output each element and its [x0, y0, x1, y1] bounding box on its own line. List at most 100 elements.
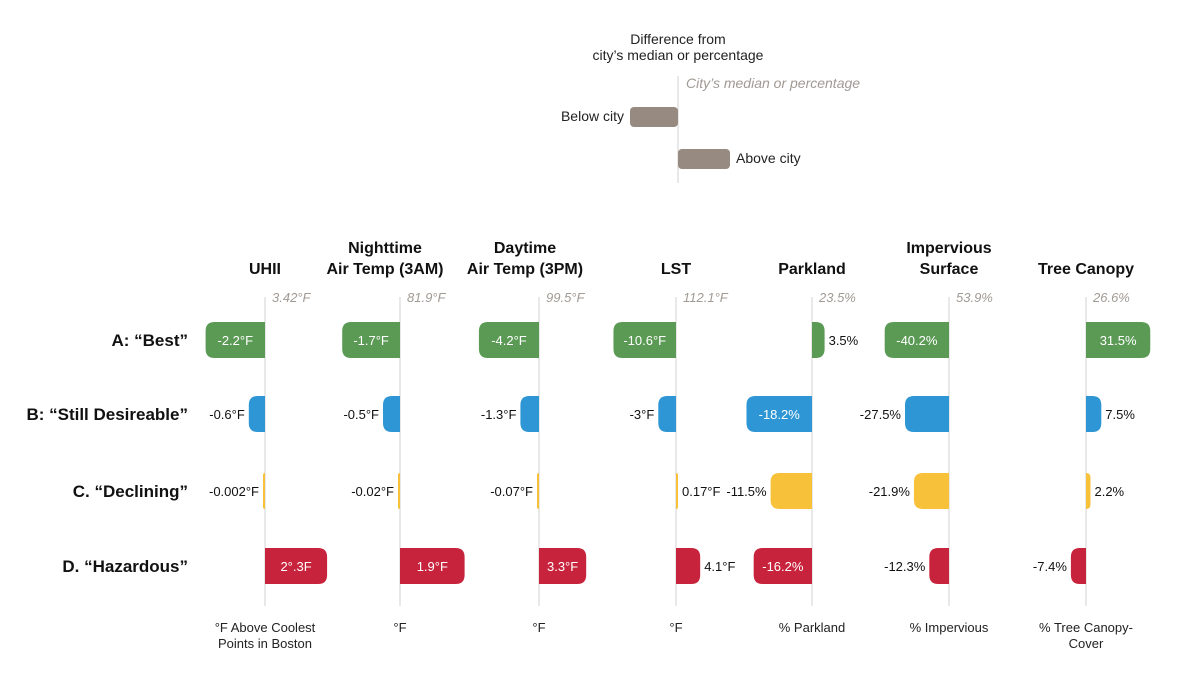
- bar-value-label: -3°F: [630, 407, 655, 422]
- row-label-c: C. “Declining”: [73, 482, 188, 501]
- column-footer: Points in Boston: [218, 636, 312, 651]
- bar-c: [263, 473, 265, 509]
- bar-value-label: 7.5%: [1105, 407, 1135, 422]
- column-7: Tree Canopy 26.6% 31.5% 7.5% 2.2% -7.4% % Tree…: [1033, 261, 1151, 651]
- column-title: Tree Canopy: [1038, 261, 1134, 278]
- bar-a: [478, 322, 539, 358]
- bar-a: [205, 322, 265, 358]
- legend: Difference from city’s median or percent…: [561, 31, 860, 183]
- bar-value-label: -0.02°F: [351, 484, 394, 499]
- median-label: 23.5%: [818, 290, 856, 305]
- row-label-b: B: “Still Desireable”: [26, 405, 188, 424]
- column-1: UHII 3.42°F -2.2°F -0.6°F -0.002°F 2°.3F °F Ab…: [205, 261, 328, 651]
- row-labels: A: “Best” B: “Still Desireable” C. “Declin…: [26, 331, 188, 576]
- column-5: Parkland 23.5% 3.5% -18.2% -11.5% -16.2% % Par…: [726, 261, 858, 635]
- column-title: UHII: [249, 261, 281, 278]
- bar-d: [1070, 548, 1086, 584]
- bar-value-label: -0.07°F: [490, 484, 533, 499]
- median-label: 53.9%: [956, 290, 993, 305]
- bar-value-label: -7.4%: [1033, 559, 1067, 574]
- bar-d: [400, 548, 465, 584]
- bar-b: [248, 396, 265, 432]
- bar-value-label: -27.5%: [860, 407, 902, 422]
- bar-a: [1086, 322, 1151, 358]
- bar-value-label: -10.6°F: [623, 333, 666, 348]
- column-title: Nighttime: [348, 240, 422, 257]
- column-title: Impervious: [906, 240, 991, 257]
- bar-c: [1086, 473, 1091, 509]
- bar-value-label: 31.5%: [1100, 333, 1137, 348]
- bar-value-label: 3.5%: [829, 333, 859, 348]
- bar-value-label: 3.3°F: [547, 559, 578, 574]
- legend-above-bar: [678, 149, 730, 169]
- bar-value-label: -21.9%: [869, 484, 911, 499]
- bar-value-label: -0.6°F: [209, 407, 245, 422]
- column-footer: Cover: [1069, 636, 1104, 651]
- bar-value-label: -1.7°F: [353, 333, 389, 348]
- bar-a: [884, 322, 949, 358]
- bar-value-label: -40.2%: [896, 333, 938, 348]
- median-label: 81.9°F: [407, 290, 447, 305]
- legend-above-label: Above city: [736, 150, 801, 166]
- bar-c: [537, 473, 539, 509]
- legend-below-label: Below city: [561, 108, 624, 124]
- median-label: 3.42°F: [272, 290, 312, 305]
- bar-d: [676, 548, 701, 584]
- column-title: Air Temp (3AM): [326, 261, 443, 278]
- bar-c: [676, 473, 678, 509]
- legend-title-line1: Difference from: [630, 31, 725, 47]
- bar-value-label: -1.3°F: [481, 407, 517, 422]
- column-footer: % Impervious: [910, 620, 989, 635]
- bar-d: [929, 548, 949, 584]
- column-footer: °F Above Coolest: [215, 620, 316, 635]
- column-title: Surface: [920, 261, 979, 278]
- median-label: 112.1°F: [683, 290, 729, 305]
- bar-value-label: 2°.3F: [280, 559, 311, 574]
- bar-value-label: -0.002°F: [209, 484, 259, 499]
- bar-a: [812, 322, 825, 358]
- column-title: Air Temp (3PM): [467, 261, 583, 278]
- bar-value-label: 1.9°F: [417, 559, 448, 574]
- bar-b: [746, 396, 812, 432]
- bar-value-label: -4.2°F: [491, 333, 527, 348]
- bar-b: [658, 396, 676, 432]
- column-footer: % Tree Canopy-: [1039, 620, 1133, 635]
- bar-value-label: -2.2°F: [218, 333, 254, 348]
- row-label-d: D. “Hazardous”: [62, 557, 188, 576]
- legend-below-bar: [630, 107, 678, 127]
- bar-value-label: -0.5°F: [343, 407, 379, 422]
- bar-b: [383, 396, 400, 432]
- bar-value-label: 4.1°F: [704, 559, 735, 574]
- bar-b: [520, 396, 539, 432]
- median-label: 99.5°F: [546, 290, 586, 305]
- legend-title-line2: city’s median or percentage: [593, 47, 764, 63]
- column-footer: °F: [393, 620, 406, 635]
- bar-c: [398, 473, 400, 509]
- row-label-a: A: “Best”: [111, 331, 188, 350]
- bar-b: [905, 396, 949, 432]
- median-label: 26.6%: [1092, 290, 1130, 305]
- bar-value-label: 2.2%: [1094, 484, 1124, 499]
- column-title: LST: [661, 261, 691, 278]
- bar-a: [342, 322, 400, 358]
- column-footer: °F: [532, 620, 545, 635]
- column-footer: % Parkland: [779, 620, 845, 635]
- bar-value-label: -16.2%: [762, 559, 804, 574]
- bar-c: [913, 473, 949, 509]
- column-title: Daytime: [494, 240, 556, 257]
- bar-value-label: -18.2%: [759, 407, 801, 422]
- column-title: Parkland: [778, 261, 846, 278]
- bar-b: [1086, 396, 1102, 432]
- bar-value-label: -11.5%: [726, 484, 767, 499]
- bar-d: [265, 548, 328, 584]
- bar-a: [613, 322, 676, 358]
- bar-c: [770, 473, 812, 509]
- legend-axis-label: City’s median or percentage: [686, 75, 860, 91]
- chart-columns: UHII 3.42°F -2.2°F -0.6°F -0.002°F 2°.3F °F Ab…: [205, 240, 1151, 651]
